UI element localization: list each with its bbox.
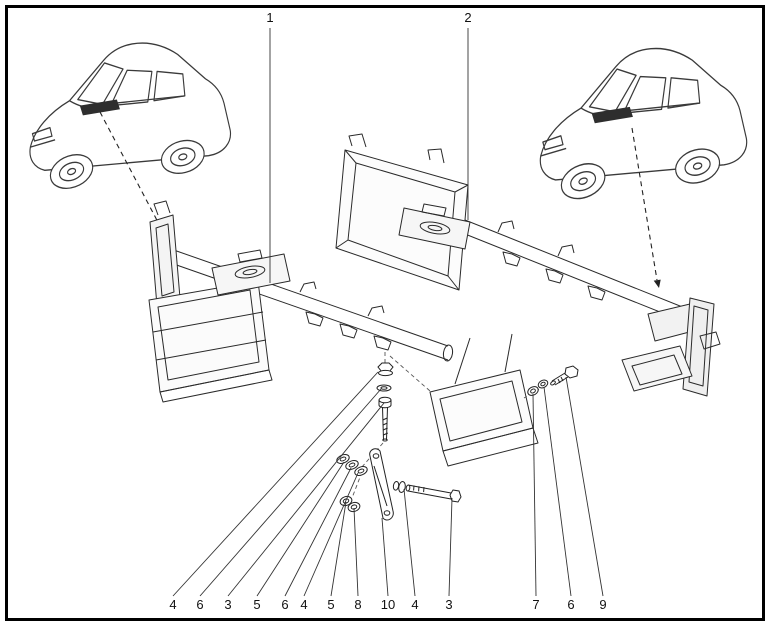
car-left-illustration — [29, 42, 232, 195]
callout-bottom-12: 7 — [532, 597, 540, 612]
fastener-right-group — [527, 365, 579, 396]
callout-bottom-8: 8 — [354, 597, 362, 612]
callout-bottom-3: 3 — [224, 597, 232, 612]
callout-bottom-5: 6 — [281, 597, 289, 612]
mounting-bracket — [429, 333, 539, 467]
callout-bottom-6: 4 — [300, 597, 308, 612]
callout-top-2: 2 — [464, 10, 472, 25]
callout-bottom-14: 9 — [599, 597, 607, 612]
callout-bottom-2: 6 — [196, 597, 204, 612]
callout-bottom-10: 4 — [411, 597, 419, 612]
fastener-washers-lower — [339, 495, 361, 513]
callout-bottom-7: 5 — [327, 597, 335, 612]
callout-top-1: 1 — [266, 10, 274, 25]
bracket-strut — [369, 448, 394, 521]
fastener-bolt-horizontal — [392, 480, 462, 503]
callout-bottom-9: 10 — [380, 597, 396, 612]
leader-lines — [172, 28, 604, 597]
fastener-washers-upper — [336, 454, 368, 476]
crossbeam-left — [148, 200, 454, 403]
callout-bottom-1: 4 — [169, 597, 177, 612]
car-right-illustration — [539, 47, 748, 205]
callout-bottom-13: 6 — [567, 597, 575, 612]
crossbeam-right — [335, 133, 721, 397]
callout-bottom-11: 3 — [445, 597, 453, 612]
callout-bottom-4: 5 — [253, 597, 261, 612]
fastener-nut-washer-bolt — [376, 362, 394, 442]
